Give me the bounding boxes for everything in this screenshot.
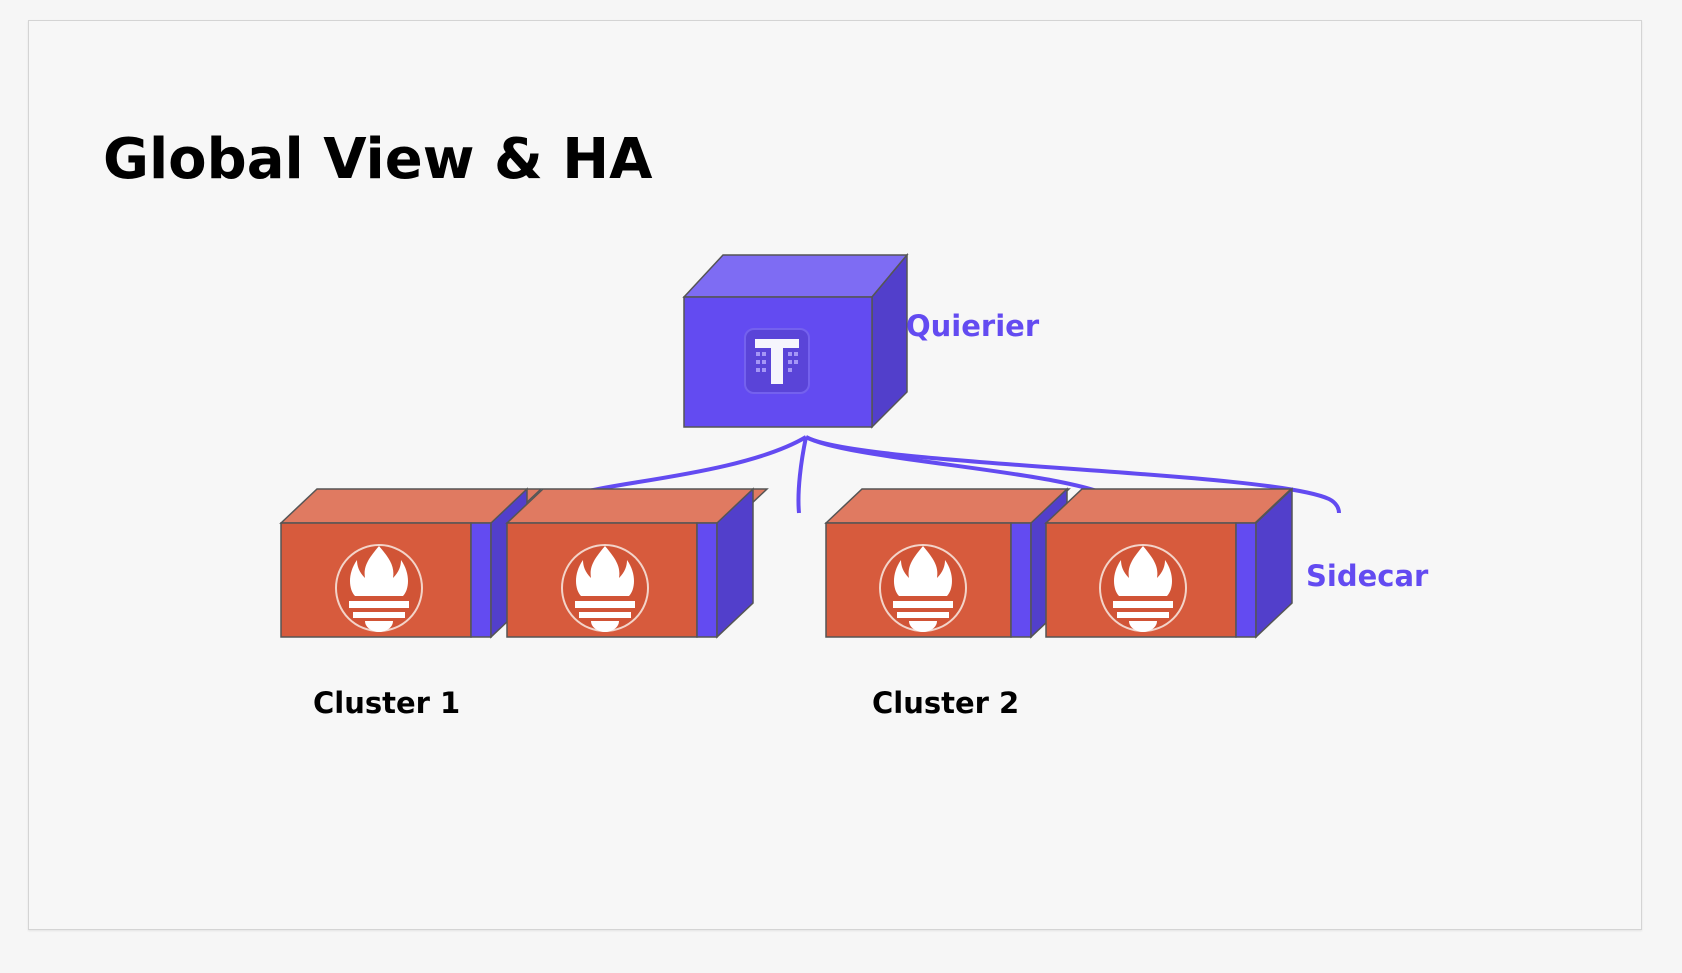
cluster-label: Cluster 2 xyxy=(872,686,1019,720)
sidecar-label: Sidecar xyxy=(1306,559,1429,593)
prometheus-logo-icon xyxy=(1099,544,1187,632)
sidecar-block xyxy=(696,487,754,639)
prometheus-logo-icon xyxy=(561,544,649,632)
querier-label: Quierier xyxy=(906,309,1040,343)
prometheus-node xyxy=(505,487,769,639)
prometheus-logo-icon xyxy=(335,544,423,632)
sidecar-block xyxy=(1235,487,1293,639)
prometheus-node xyxy=(279,487,543,639)
prometheus-node xyxy=(1044,487,1293,639)
prometheus-node xyxy=(824,487,1071,639)
diagram-canvas: Global View & HA Quierier xyxy=(103,127,1429,720)
page-title: Global View & HA xyxy=(103,127,653,192)
slide: Global View & HA Quierier xyxy=(28,20,1642,930)
thanos-logo-icon xyxy=(744,328,810,394)
cluster-label: Cluster 1 xyxy=(313,686,460,720)
prometheus-logo-icon xyxy=(879,544,967,632)
connector-cluster1-node2 xyxy=(796,436,808,514)
connector-cluster2-node2 xyxy=(805,435,1341,514)
querier-node xyxy=(682,252,909,429)
